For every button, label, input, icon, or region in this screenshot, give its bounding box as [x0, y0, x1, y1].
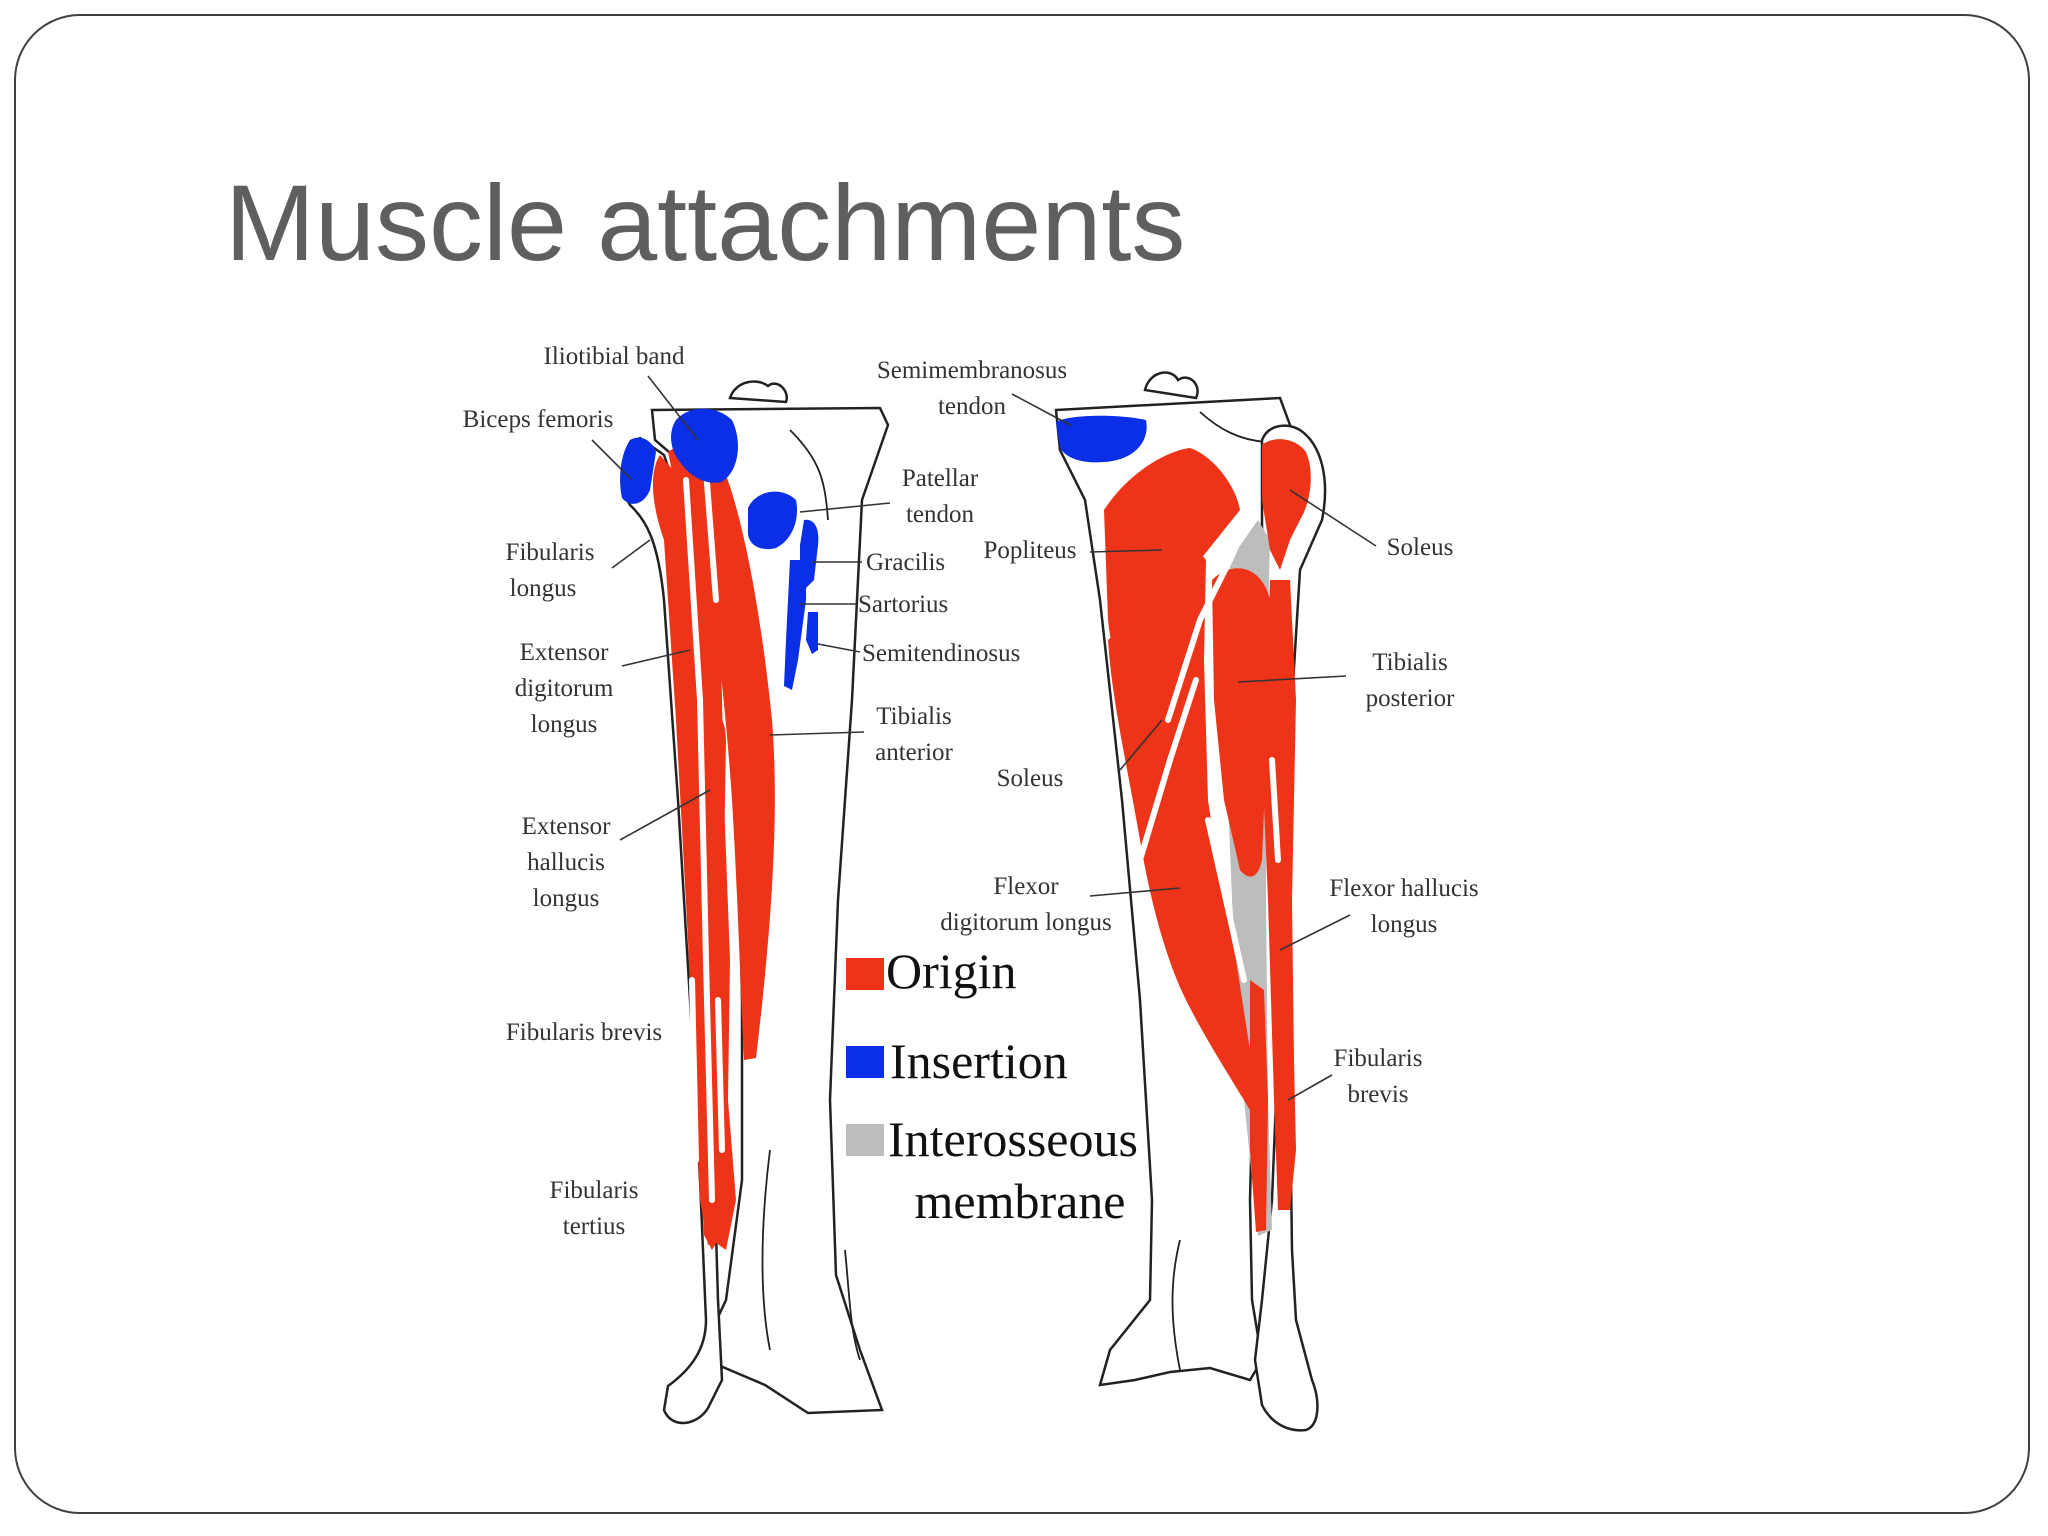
label-ehl-line3: longus — [533, 885, 600, 912]
posterior-soleus-fibular-origin — [1262, 439, 1311, 570]
label-tibialis-posterior-line2: posterior — [1366, 685, 1456, 712]
anterior-sartorius-insertion — [784, 560, 806, 690]
anterior-patellar-tendon-insertion — [747, 491, 798, 550]
label-fibularis-brevis-line2: brevis — [1347, 1081, 1408, 1108]
label-soleus-right: Soleus — [1387, 534, 1454, 561]
anterior-fibularis-tertius-origin — [700, 1163, 720, 1250]
anterior-labels: Iliotibial band Biceps femoris Fibularis… — [463, 343, 1021, 1240]
label-fibularis-brevis-line1: Fibularis — [1334, 1045, 1423, 1072]
label-fhl-line1: Flexor hallucis — [1329, 875, 1478, 902]
posterior-labels: Semimembranosus tendon Popliteus Soleus … — [877, 357, 1479, 1108]
posterior-view — [1054, 371, 1327, 1432]
label-fdl-line1: Flexor — [993, 873, 1059, 900]
anterior-biceps-femoris-insertion — [620, 437, 656, 504]
label-fdl-line2: digitorum longus — [940, 909, 1112, 936]
anterior-fibularis-longus-origin — [652, 455, 718, 1245]
label-semitendinosus: Semitendinosus — [862, 640, 1020, 667]
posterior-tibialis-posterior-origin — [1212, 568, 1274, 877]
posterior-fhl-origin — [1262, 580, 1296, 1210]
legend-origin-label: Origin — [886, 943, 1017, 999]
label-patellar-tendon-line1: Patellar — [902, 465, 979, 492]
anterior-tibialis-anterior-origin — [688, 448, 775, 1060]
label-ehl-line2: hallucis — [527, 849, 605, 876]
anterior-tubercle — [728, 380, 789, 404]
label-semimembranosus-line2: tendon — [938, 393, 1007, 420]
legend-interosseous-label-line1: Interosseous — [888, 1111, 1138, 1167]
label-soleus-left: Soleus — [997, 765, 1064, 792]
label-fibularis-brevis: Fibularis brevis — [506, 1019, 662, 1046]
label-popliteus: Popliteus — [983, 537, 1076, 564]
label-tibialis-posterior-line1: Tibialis — [1372, 649, 1448, 676]
anterior-view — [620, 380, 890, 1425]
legend-interosseous-label-line2: membrane — [914, 1173, 1125, 1229]
legend-interosseous-swatch — [846, 1124, 884, 1156]
label-sartorius: Sartorius — [858, 591, 948, 618]
slide-title: Muscle attachments — [225, 162, 1186, 283]
label-tibialis-anterior-line1: Tibialis — [876, 703, 952, 730]
label-tibialis-anterior-line2: anterior — [875, 739, 953, 766]
label-fibularis-tertius-line2: tertius — [563, 1213, 626, 1240]
label-biceps-femoris: Biceps femoris — [463, 406, 614, 433]
slide-frame — [14, 14, 2030, 1514]
posterior-fibularis-brevis-origin — [1250, 980, 1268, 1232]
label-gracilis: Gracilis — [866, 549, 945, 576]
posterior-plateau-bump — [1143, 371, 1199, 400]
legend-insertion-swatch — [846, 1046, 884, 1078]
posterior-fdl-origin — [1108, 540, 1250, 1110]
label-fhl-line2: longus — [1371, 911, 1438, 938]
label-fibularis-longus-line1: Fibularis — [506, 539, 595, 566]
label-edl-line3: longus — [531, 711, 598, 738]
label-semimembranosus-line1: Semimembranosus — [877, 357, 1067, 384]
anterior-semitendinosus-insertion — [806, 612, 818, 654]
label-edl-line2: digitorum — [515, 675, 614, 702]
label-fibularis-tertius-line1: Fibularis — [550, 1177, 639, 1204]
label-patellar-tendon-line2: tendon — [906, 501, 975, 528]
legend-origin-swatch — [846, 958, 884, 990]
label-edl-line1: Extensor — [520, 639, 610, 666]
label-ehl-line1: Extensor — [522, 813, 612, 840]
legend-insertion-label: Insertion — [890, 1033, 1068, 1089]
leader-lines — [591, 375, 1377, 1101]
label-fibularis-longus-line2: longus — [510, 575, 577, 602]
posterior-semimembranosus-insertion — [1056, 415, 1147, 463]
label-iliotibial-band: Iliotibial band — [544, 343, 685, 370]
legend: Origin Insertion Interosseous membrane — [846, 943, 1138, 1229]
